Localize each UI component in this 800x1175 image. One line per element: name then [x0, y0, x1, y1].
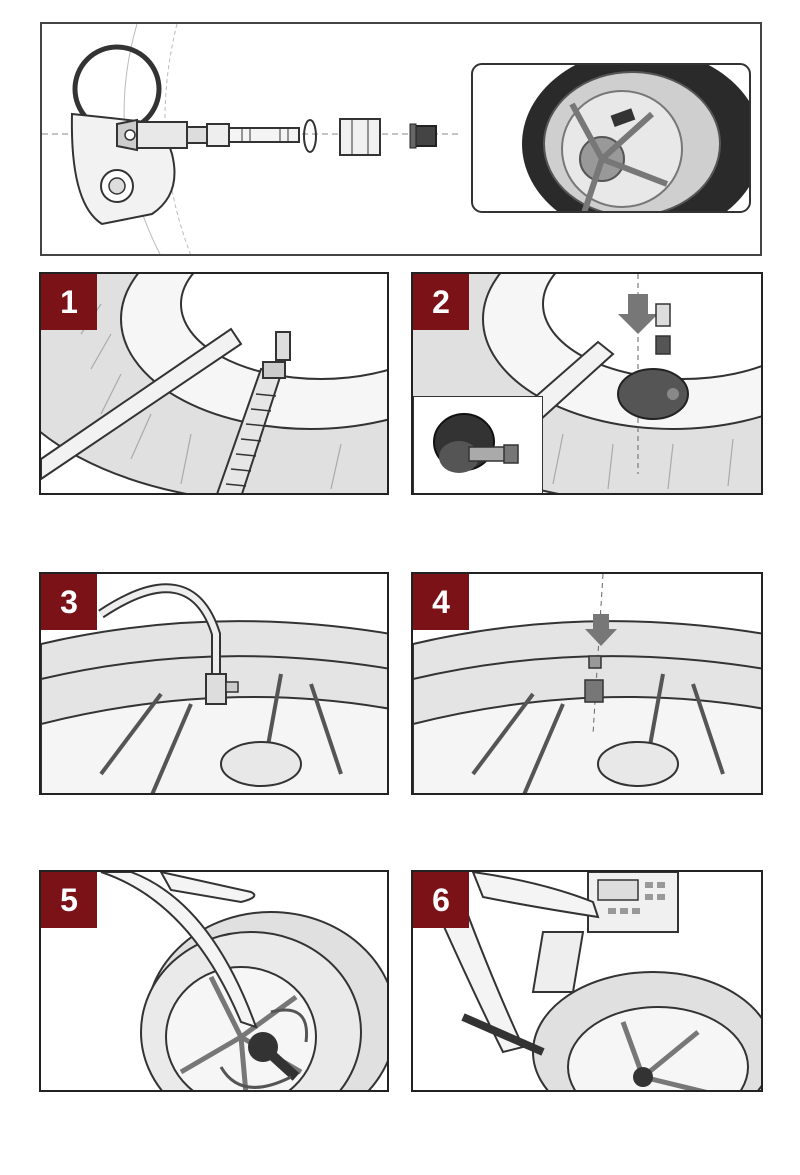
step-3-panel: 3	[39, 572, 389, 795]
wrench-icon	[461, 1013, 653, 1087]
tpms-sensor-icon	[617, 368, 689, 420]
step-3-badge: 3	[41, 574, 97, 630]
hand-icon	[100, 872, 258, 1029]
sensor-exploded-diagram	[42, 24, 751, 254]
sensor-overview-panel	[40, 22, 762, 256]
valve-stem-icon	[275, 331, 291, 361]
step-2-panel: 2	[411, 272, 763, 495]
step-4-illustration	[413, 574, 761, 793]
tpms-tester-icon	[587, 872, 679, 933]
step-3-illustration	[41, 583, 387, 793]
step-6-badge: 6	[413, 872, 469, 928]
step-4-badge: 4	[413, 574, 469, 630]
wrench-icon	[248, 1032, 300, 1081]
step-1-panel: 1	[39, 272, 389, 495]
down-arrow-icon	[618, 294, 658, 334]
step-6-illustration	[431, 872, 761, 1090]
install-tool-icon	[216, 361, 286, 493]
step-1-illustration	[41, 274, 387, 493]
step-5-badge: 5	[41, 872, 97, 928]
valve-stem	[116, 118, 300, 152]
step-2-sensor-inset	[413, 396, 543, 493]
step-6-panel: 6	[411, 870, 763, 1092]
valve-cap-icon	[584, 655, 604, 703]
down-arrow-icon	[585, 614, 617, 646]
valve-cap-part	[409, 123, 437, 149]
step-4-panel: 4	[411, 572, 763, 795]
step-5-panel: 5	[39, 870, 389, 1092]
step-5-illustration	[100, 872, 387, 1090]
washer	[303, 119, 317, 153]
nut	[339, 118, 381, 156]
step-1-badge: 1	[41, 274, 97, 330]
step-2-badge: 2	[413, 274, 469, 330]
wheel-inset-photo	[471, 63, 751, 213]
